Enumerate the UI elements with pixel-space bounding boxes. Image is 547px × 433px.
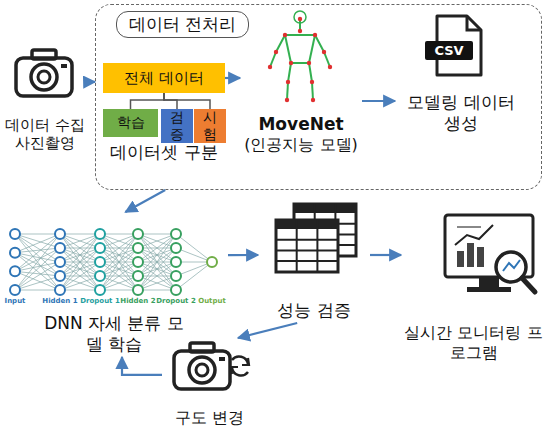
node-label: 학습 [117, 114, 145, 132]
node-label: MoveNet [258, 114, 343, 135]
node-text-area: 데이터 전처리 [116, 11, 249, 38]
diagram-node: 데이터 전처리전체 데이터학습 검증시험 MoveNet(인공지능 모델) 모델링 데… [95, 4, 542, 190]
layer-name: Hidden 2 [120, 297, 155, 305]
node-text-area: MoveNet(인공지능 모델) [240, 7, 362, 157]
node-label: DNN 자세 분류 모델 학습 [44, 313, 184, 356]
node-text-area: 시험 [194, 109, 226, 143]
layer-name: Input [5, 297, 26, 305]
diagram-node: 모델링 데이터 생성 CSV [395, 11, 527, 136]
flow-arrow [370, 254, 401, 256]
group-caption: 데이터셋 구분 [110, 141, 217, 164]
tree-line [164, 93, 177, 109]
diagram-node: 데이터 수집 사진촬영 [0, 45, 91, 155]
diagram-node: 실시간 모니터링 프로그램 [401, 205, 546, 365]
node-text-area: 구도 변경 [162, 338, 257, 430]
node-text-area: DNN 자세 분류 모델 학습 [0, 212, 228, 357]
layer-name: Hidden 1 [42, 297, 77, 305]
node-sublabel: (인공지능 모델) [244, 135, 358, 155]
node-label: 데이터 수집 사진촬영 [2, 116, 88, 154]
node-label: 실시간 모니터링 프로그램 [404, 323, 543, 363]
flow-arrow [228, 254, 258, 256]
pose-skeleton [240, 7, 360, 157]
node-text-area: 성능 검증 [258, 198, 370, 323]
node-label: 시험 [197, 109, 223, 144]
node-label: 데이터 전처리 [129, 14, 236, 35]
node-label: 검증 [164, 109, 190, 144]
layer-name: Dropout 2 [156, 297, 196, 305]
diagram-node: DNN 자세 분류 모델 학습 Input Hidden 1Dropout 1Hid… [0, 212, 228, 357]
tree-line [164, 93, 210, 109]
layer-name: Dropout 1 [80, 297, 120, 305]
flow-arrow [122, 357, 162, 375]
file-type-tag: CSV [434, 43, 463, 58]
flow-arrow [362, 100, 395, 102]
node-text-area: 실시간 모니터링 프로그램 [401, 205, 546, 365]
diagram-node: 전체 데이터 [103, 63, 225, 93]
layer-name: Output [198, 297, 226, 305]
node-text-area: 학습 [103, 109, 158, 137]
diagram-node: 학습 [103, 109, 158, 137]
flow-arrow [225, 77, 240, 79]
node-text-area: 모델링 데이터 생성 [395, 11, 527, 136]
diagram-node: MoveNet(인공지능 모델) [240, 7, 362, 157]
node-label: 구도 변경 [175, 408, 244, 428]
flow-arrow [125, 190, 165, 212]
diagram-node: 시험 [194, 109, 226, 143]
diagram-node: 구도 변경 [162, 338, 257, 430]
node-text-area: 검증 [161, 109, 193, 143]
tree-line [131, 93, 165, 109]
node-label: 성능 검증 [277, 300, 350, 321]
node-label: 전체 데이터 [124, 69, 204, 88]
node-text-area: 데이터 수집 사진촬영 [0, 45, 91, 155]
flow-arrow [238, 323, 297, 338]
node-text-area: 전체 데이터 [103, 63, 225, 93]
diagram-node: 검증 [161, 109, 193, 143]
node-label: 모델링 데이터 생성 [398, 92, 524, 135]
diagram-node: 성능 검증 [258, 198, 370, 323]
